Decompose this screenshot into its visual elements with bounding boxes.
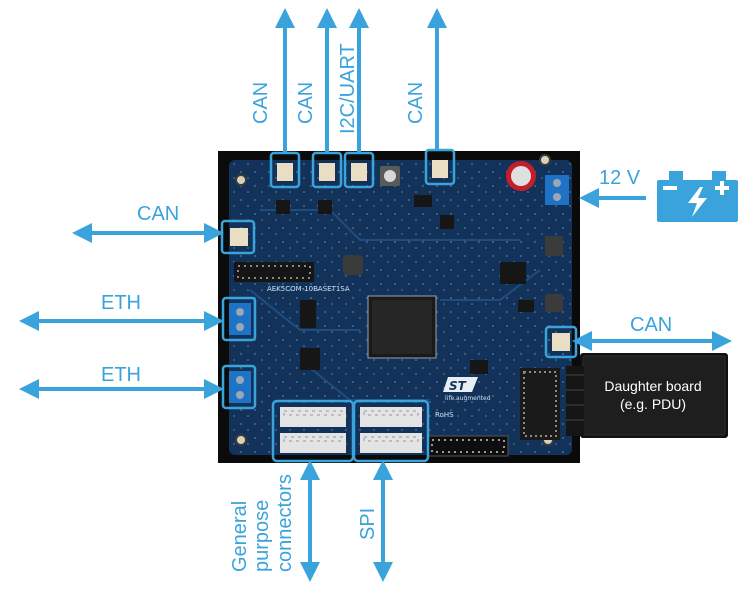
evaluation-board — [218, 151, 580, 463]
label-can-top-3: CAN — [405, 81, 427, 124]
label-can-right: CAN — [630, 314, 673, 336]
board-tagline: life.augmented — [445, 395, 491, 402]
battery-icon — [657, 171, 738, 222]
general-purpose-connectors — [271, 399, 355, 463]
i2c-uart-connector — [343, 151, 375, 189]
daughter-board — [566, 353, 728, 438]
label-i2c-uart: I2C/UART — [337, 43, 359, 134]
board-part-number: AEK5COM-10BASET1SA — [267, 285, 350, 293]
eth-connector-2 — [221, 364, 257, 410]
daughter-board-label: Daughter board (e.g. PDU) — [604, 378, 702, 412]
label-power: 12 V — [599, 167, 641, 189]
label-can-top-2: CAN — [295, 81, 317, 124]
st-logo-icon: ST — [443, 377, 478, 393]
can-connector-top-1 — [269, 151, 301, 189]
can-connector-top-3 — [424, 148, 456, 186]
svg-text:ST: ST — [449, 379, 467, 393]
power-connector — [545, 175, 569, 205]
label-eth-2: ETH — [101, 364, 141, 386]
board-rohs: RoHS — [435, 411, 454, 419]
label-eth-1: ETH — [101, 292, 141, 314]
can-connector-top-2 — [311, 151, 343, 189]
label-general-purpose: General purpose connectors — [229, 474, 296, 572]
label-can-top-1: CAN — [250, 81, 272, 124]
label-spi: SPI — [357, 507, 379, 540]
label-can-left: CAN — [137, 203, 180, 225]
arrows — [19, 8, 732, 582]
